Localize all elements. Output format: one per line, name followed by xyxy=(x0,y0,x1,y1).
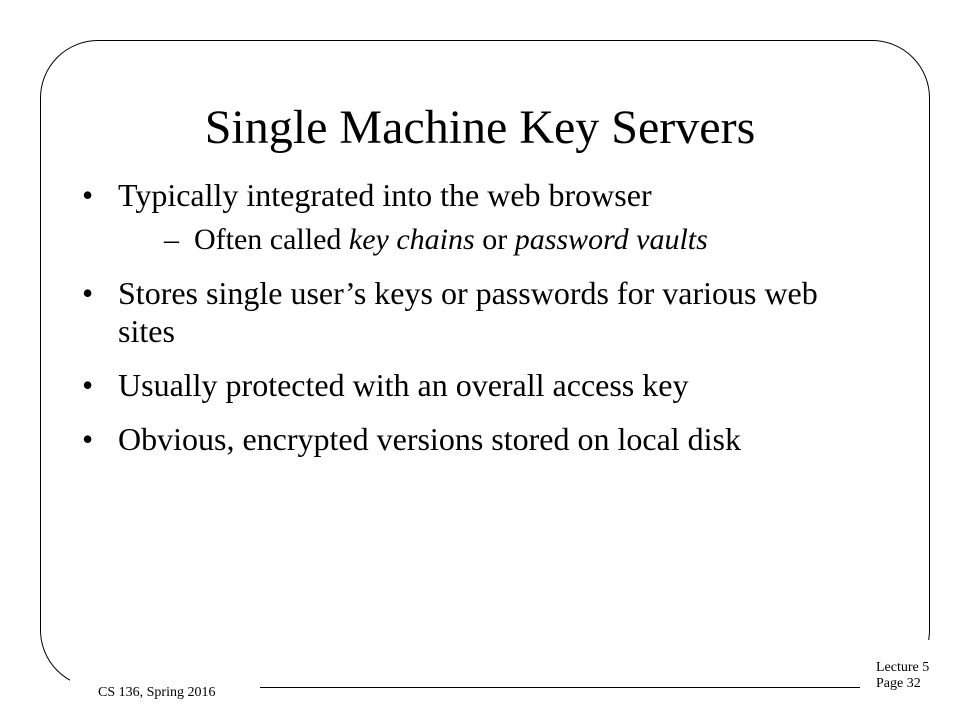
bullet-text: Obvious, encrypted versions stored on lo… xyxy=(118,421,741,457)
bullet-item: • Obvious, encrypted versions stored on … xyxy=(82,420,882,458)
term-password-vaults: password vaults xyxy=(514,223,708,256)
slide-title: Single Machine Key Servers xyxy=(204,101,756,154)
dash-mark: – xyxy=(164,223,179,256)
bullet-item: • Usually protected with an overall acce… xyxy=(82,366,882,404)
bullet-text: Stores single user’s keys or passwords f… xyxy=(118,275,818,349)
bullet-list: • Typically integrated into the web brow… xyxy=(82,176,882,474)
page-number: Page 32 xyxy=(876,676,921,691)
frame-gap-right xyxy=(848,640,938,715)
frame-gap-left xyxy=(70,668,260,708)
bullet-text: Usually protected with an overall access… xyxy=(118,367,689,403)
bullet-item: • Typically integrated into the web brow… xyxy=(82,176,882,258)
footer-rule xyxy=(266,687,860,688)
course-label: CS 136, Spring 2016 xyxy=(98,685,216,700)
lecture-label: Lecture 5 xyxy=(876,660,930,675)
bullet-item: • Stores single user’s keys or passwords… xyxy=(82,274,882,350)
bullet-mark: • xyxy=(82,275,94,311)
bullet-text: Typically integrated into the web browse… xyxy=(118,177,652,213)
sub-bullet-text: Often called key chains or password vaul… xyxy=(194,223,708,256)
bullet-mark: • xyxy=(82,421,94,457)
page-info: Lecture 5 Page 32 xyxy=(876,660,929,692)
term-key-chains: key chains xyxy=(348,223,475,256)
sub-bullet-item: – Often called key chains or password va… xyxy=(118,222,882,258)
bullet-mark: • xyxy=(82,177,94,213)
bullet-mark: • xyxy=(82,367,94,403)
